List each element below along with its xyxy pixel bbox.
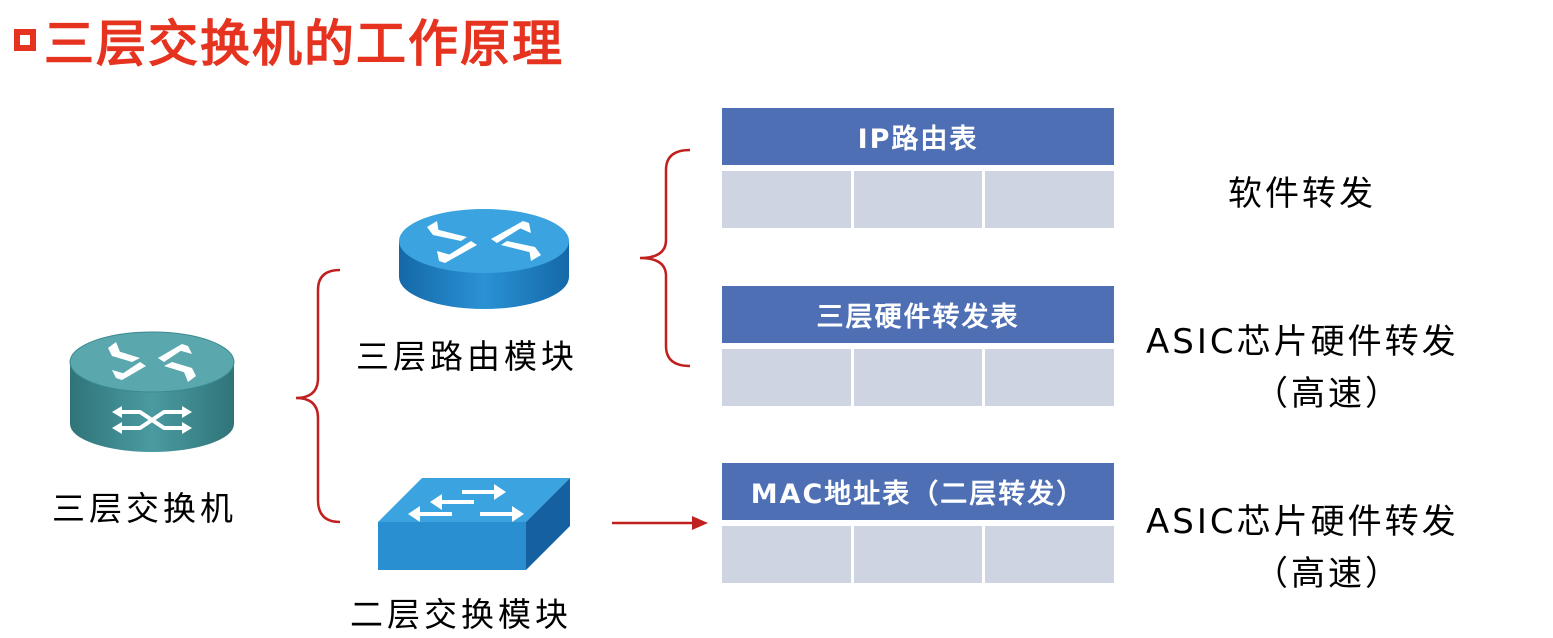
asic-forwarding-speed-1: （高速） bbox=[1254, 374, 1402, 414]
table-cell bbox=[722, 171, 851, 228]
software-forwarding-label: 软件转发 bbox=[1228, 174, 1376, 214]
switch-icon bbox=[378, 478, 570, 570]
l2-forward-arrow-head bbox=[692, 516, 708, 530]
table-row bbox=[722, 349, 1115, 406]
ip-routing-table-header: IP路由表 bbox=[722, 108, 1114, 165]
table-row bbox=[722, 171, 1115, 228]
table-cell bbox=[722, 349, 851, 406]
asic-forwarding-label-2: ASIC芯片硬件转发 bbox=[1146, 502, 1459, 542]
table-cell bbox=[853, 526, 983, 583]
router-icon bbox=[399, 209, 569, 309]
table-cell bbox=[985, 526, 1115, 583]
l3-routing-module-label: 三层路由模块 bbox=[356, 337, 578, 376]
ip-routing-table: IP路由表 bbox=[722, 108, 1115, 228]
table-cell bbox=[985, 171, 1115, 228]
asic-forwarding-label-1: ASIC芯片硬件转发 bbox=[1146, 322, 1459, 362]
l3-hardware-forwarding-table: 三层硬件转发表 bbox=[722, 286, 1115, 406]
l3-switch-label: 三层交换机 bbox=[52, 489, 237, 528]
page-title-row: 三层交换机的工作原理 bbox=[14, 8, 564, 73]
router-bracket bbox=[639, 148, 691, 368]
table-cell bbox=[853, 349, 983, 406]
asic-forwarding-speed-2: （高速） bbox=[1254, 554, 1402, 594]
l2-switching-module-label: 二层交换模块 bbox=[350, 595, 572, 634]
mac-address-table: MAC地址表（二层转发） bbox=[722, 463, 1115, 583]
page-title: 三层交换机的工作原理 bbox=[44, 15, 564, 73]
layer3-switch-icon bbox=[69, 331, 235, 452]
switch-bracket bbox=[295, 268, 341, 524]
table-cell bbox=[722, 526, 851, 583]
title-bullet-icon bbox=[14, 29, 36, 51]
table-cell bbox=[853, 171, 983, 228]
l3-hardware-forwarding-table-header: 三层硬件转发表 bbox=[722, 286, 1114, 343]
mac-address-table-header: MAC地址表（二层转发） bbox=[722, 463, 1114, 520]
table-cell bbox=[985, 349, 1115, 406]
table-row bbox=[722, 526, 1115, 583]
